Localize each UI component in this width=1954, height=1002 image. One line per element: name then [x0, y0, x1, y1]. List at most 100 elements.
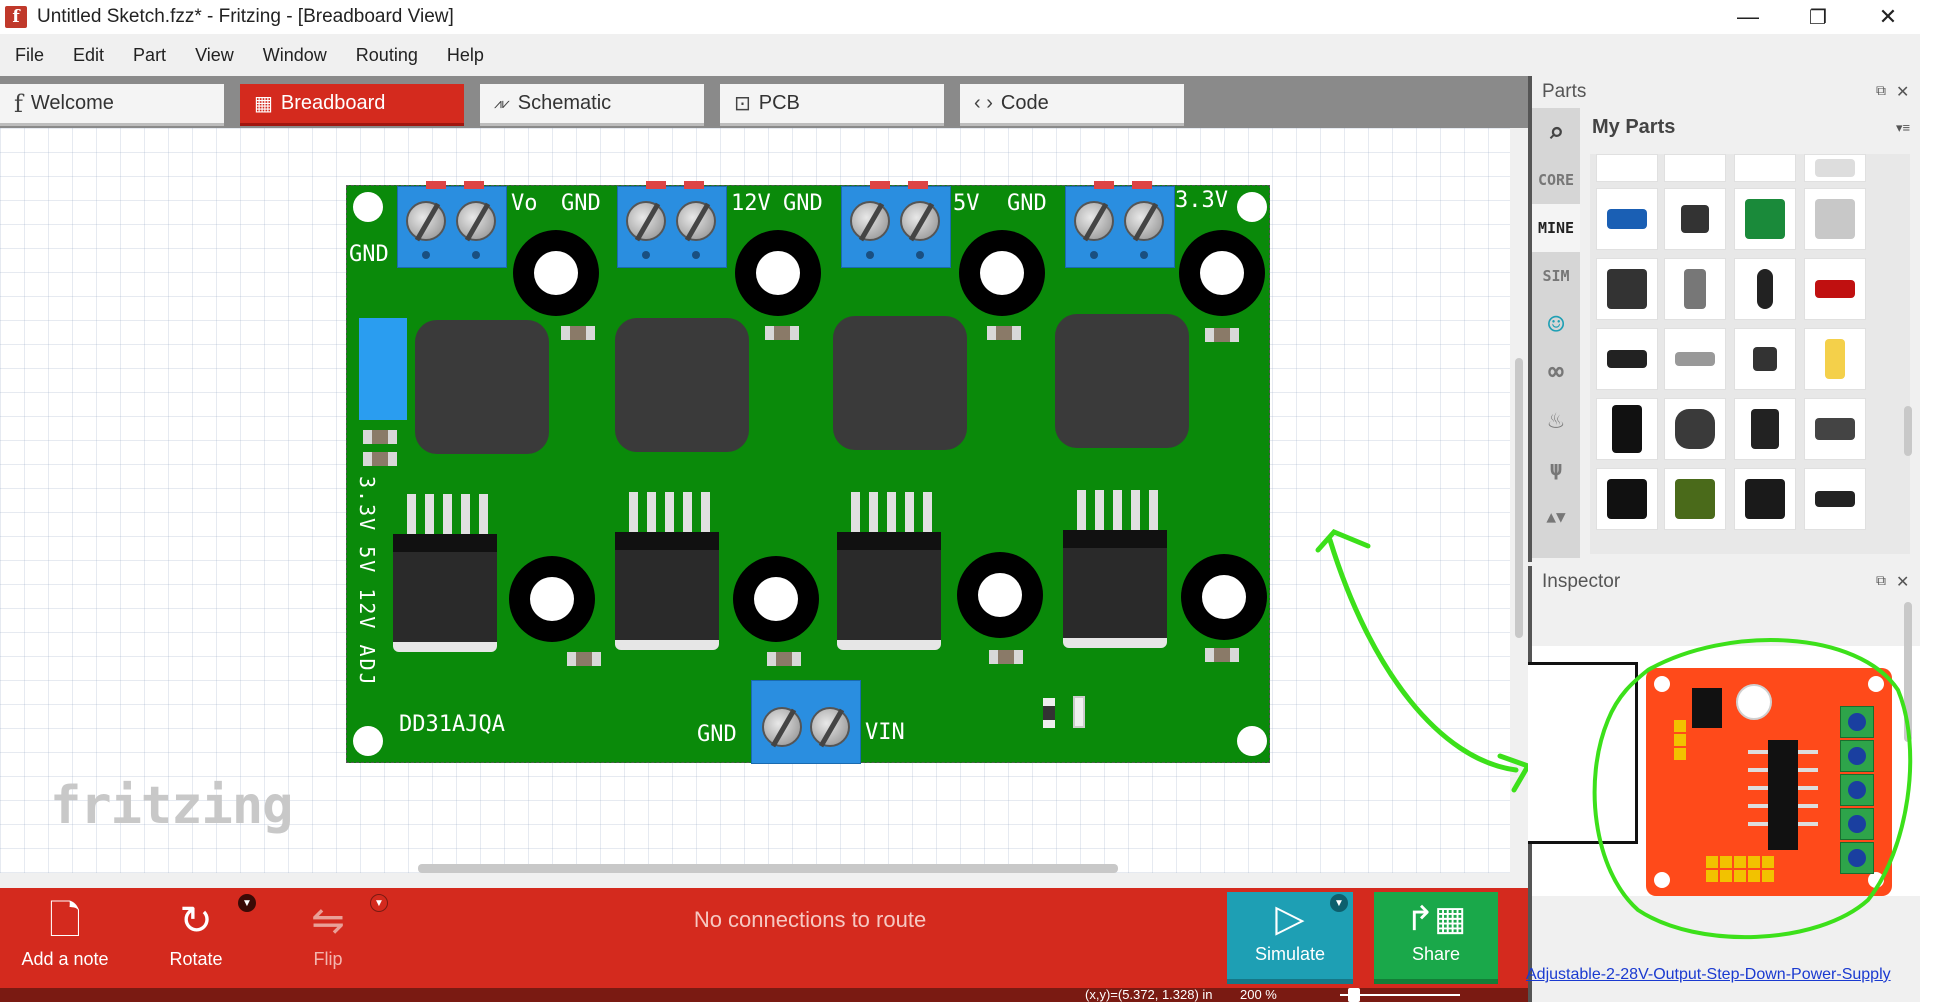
part-thumbnail[interactable]	[1596, 188, 1658, 250]
part-thumbnail[interactable]	[1664, 398, 1726, 460]
inspector-title: Inspector	[1542, 571, 1621, 592]
tab-breadboard[interactable]: ▦ Breadboard	[240, 84, 464, 126]
rotate-dropdown-icon[interactable]: ▼	[238, 894, 256, 912]
rotate-button[interactable]: ↻ Rotate	[136, 888, 256, 988]
menu-help[interactable]: Help	[446, 44, 484, 65]
parts-scrollbar[interactable]	[1904, 406, 1912, 456]
screw-terminal[interactable]	[1065, 181, 1175, 268]
part-thumbnail[interactable]	[1734, 188, 1796, 250]
simulate-button[interactable]: ▷ Simulate	[1227, 892, 1353, 984]
part-thumbnail[interactable]	[1804, 258, 1866, 320]
close-button[interactable]: ✕	[1878, 4, 1898, 29]
capacitor-ring	[735, 230, 821, 316]
part-thumbnail[interactable]	[1804, 398, 1866, 460]
label-gnd: GND	[561, 191, 601, 216]
bin-title: My Parts	[1592, 116, 1676, 138]
float-panel-icon[interactable]: ⧉	[1876, 572, 1886, 588]
part-thumbnail[interactable]	[1734, 468, 1796, 530]
resistor-icon: ⩘⩗	[494, 95, 510, 111]
parts-bin-list: ⌕ CORE MINE SIM ☺ ∞ ♨ ψ ▲▼	[1532, 108, 1580, 558]
menu-file[interactable]: File	[15, 44, 45, 65]
smd-resistor	[765, 326, 799, 340]
smd-resistor	[567, 652, 601, 666]
screw-terminal[interactable]	[617, 181, 727, 268]
menu-window[interactable]: Window	[262, 44, 327, 65]
share-button[interactable]: ↱▦ Share	[1374, 892, 1498, 984]
menu-edit[interactable]: Edit	[73, 44, 105, 65]
part-thumbnail[interactable]	[1804, 188, 1866, 250]
close-panel-icon[interactable]: ✕	[1896, 574, 1910, 591]
part-thumbnail[interactable]	[1664, 468, 1726, 530]
part-thumbnail[interactable]	[1596, 258, 1658, 320]
screw-terminal[interactable]	[397, 181, 507, 268]
part-thumbnail[interactable]	[1804, 154, 1866, 182]
part-thumbnail[interactable]	[1804, 468, 1866, 530]
tab-welcome[interactable]: f Welcome	[0, 84, 224, 126]
float-panel-icon[interactable]: ⧉	[1876, 82, 1886, 98]
part-thumbnail[interactable]	[1664, 258, 1726, 320]
voltage-regulator	[1063, 490, 1167, 650]
seeed-icon[interactable]: ψ	[1549, 456, 1563, 480]
canvas-horizontal-scrollbar[interactable]	[418, 864, 1118, 873]
flip-label: Flip	[313, 949, 343, 969]
label-gnd: GND	[1007, 191, 1047, 216]
sparkfun-flame-icon[interactable]: ♨	[1548, 405, 1564, 435]
scrollbar-thumb[interactable]	[1515, 358, 1523, 638]
title-bar: f Untitled Sketch.fzz* - Fritzing - [Bre…	[0, 0, 1920, 34]
part-thumbnail[interactable]	[1734, 154, 1796, 182]
part-thumbnail[interactable]	[1664, 328, 1726, 390]
part-thumbnail[interactable]	[1596, 468, 1658, 530]
bin-sim[interactable]: SIM	[1542, 267, 1570, 285]
scroll-bins-icon[interactable]: ▲▼	[1546, 506, 1566, 526]
voltage-select-label: 3.3V 5V 12V ADJ	[355, 476, 379, 687]
screw-terminal[interactable]	[841, 181, 951, 268]
infinity-icon[interactable]: ∞	[1548, 357, 1564, 387]
part-thumbnail[interactable]	[1596, 328, 1658, 390]
rotate-icon: ↻	[179, 899, 213, 943]
menu-part[interactable]: Part	[133, 44, 167, 65]
arduino-icon[interactable]: ☺	[1547, 307, 1565, 341]
menu-view[interactable]: View	[195, 44, 234, 65]
pcb-icon: ⊡	[734, 93, 751, 115]
part-title-link[interactable]: Adjustable-2-28V-Output-Step-Down-Power-…	[1526, 966, 1891, 983]
part-thumbnail[interactable]	[1734, 328, 1796, 390]
menu-routing[interactable]: Routing	[355, 44, 418, 65]
power-supply-board[interactable]: GND Vo GND 12V GND 5V GND 3.3V	[346, 181, 1270, 764]
smd-resistor	[1205, 328, 1239, 342]
tab-schematic[interactable]: ⩘⩗ Schematic	[480, 84, 704, 126]
search-icon[interactable]: ⌕	[1547, 115, 1565, 149]
parts-panel: Parts ⧉ ✕ ⌕ CORE MINE SIM ☺ ∞ ♨ ψ ▲▼ My …	[1528, 76, 1920, 562]
window-title: Untitled Sketch.fzz* - Fritzing - [Bread…	[37, 6, 454, 27]
flip-button[interactable]: ⇋ Flip	[268, 888, 388, 988]
tab-code[interactable]: ‹ › Code	[960, 84, 1184, 126]
part-thumbnail[interactable]	[1664, 154, 1726, 182]
parts-panel-header: Parts ⧉ ✕	[1532, 76, 1920, 108]
zoom-slider-handle[interactable]	[1348, 988, 1360, 1002]
part-thumbnail[interactable]	[1804, 328, 1866, 390]
part-thumbnail[interactable]	[1664, 188, 1726, 250]
close-panel-icon[interactable]: ✕	[1896, 84, 1910, 101]
bin-menu-icon[interactable]: ▾≡	[1896, 120, 1911, 135]
part-thumbnail[interactable]	[1734, 398, 1796, 460]
tab-pcb[interactable]: ⊡ PCB	[720, 84, 944, 126]
bin-mine[interactable]: MINE	[1532, 204, 1580, 252]
menu-bar: File Edit Part View Window Routing Help	[0, 34, 1920, 76]
play-icon: ▷	[1275, 898, 1305, 940]
bin-core[interactable]: CORE	[1537, 171, 1575, 189]
schematic-outline	[1528, 662, 1638, 844]
smd-resistor	[1205, 648, 1239, 662]
simulate-dropdown-icon[interactable]: ▼	[1330, 894, 1348, 912]
inspector-scrollbar[interactable]	[1904, 602, 1912, 742]
canvas-vertical-scrollbar[interactable]	[1510, 128, 1528, 873]
part-thumbnail[interactable]	[1734, 258, 1796, 320]
zoom-slider[interactable]	[1340, 994, 1460, 996]
add-note-button[interactable]: 🗋 Add a note	[5, 888, 125, 988]
part-thumbnail[interactable]	[1596, 398, 1658, 460]
smd-resistor	[363, 430, 397, 444]
maximize-button[interactable]: ❐	[1809, 6, 1827, 29]
input-screw-terminal[interactable]	[751, 680, 861, 764]
part-thumbnail[interactable]	[1596, 154, 1658, 182]
zoom-level: 200 %	[1240, 988, 1277, 1002]
flip-dropdown-icon[interactable]: ▼	[370, 894, 388, 912]
minimize-button[interactable]: —	[1737, 4, 1759, 29]
